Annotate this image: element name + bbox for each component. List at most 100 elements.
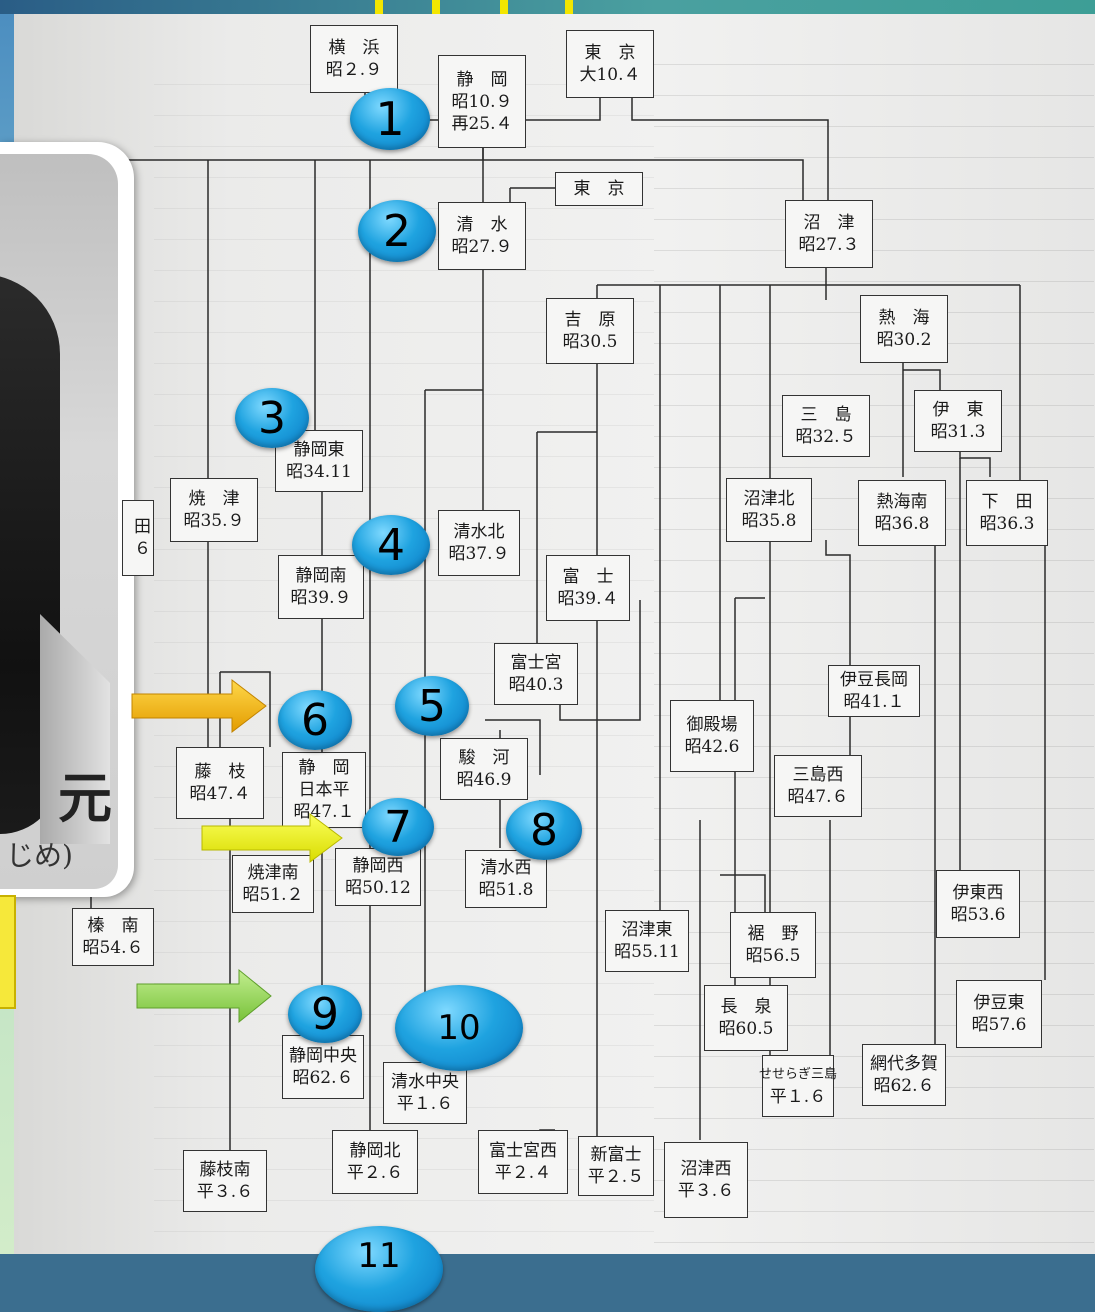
- node-extra: 昭47.１: [293, 802, 355, 822]
- node-date: 昭34.11: [286, 462, 352, 482]
- node-name: 網代多賀: [870, 1054, 938, 1074]
- node-date: 昭54.６: [82, 938, 144, 958]
- node-atami-minami: 熱海南昭36.8: [858, 480, 946, 546]
- node-name: 清水北: [453, 522, 505, 542]
- node-name: 榛 南: [87, 916, 139, 936]
- node-name: 静岡南: [295, 566, 347, 586]
- node-name: 伊豆長岡: [840, 670, 908, 690]
- node-shimizu-nishi: 清水西昭51.8: [465, 850, 547, 908]
- node-date: 昭30.5: [562, 332, 618, 352]
- node-date: 昭55.11: [614, 942, 680, 962]
- badge-10: 10: [395, 985, 523, 1071]
- node-izu-nagaoka: 伊豆長岡昭41.１: [828, 665, 920, 717]
- node-hai-minami: 榛 南昭54.６: [72, 908, 154, 966]
- node-seseragi-mishima: せせらぎ三島平１.６: [759, 1055, 838, 1117]
- node-shizuoka-nishi: 静岡西昭50.12: [335, 848, 421, 906]
- node-yokohama: 横 浜昭２.９: [310, 25, 398, 93]
- node-name: せせらぎ三島: [759, 1067, 838, 1082]
- banner-glint: [432, 0, 440, 14]
- node-nagaizumi: 長 泉昭60.5: [704, 985, 788, 1051]
- node-date: 昭47.６: [787, 787, 849, 807]
- badge-2: 2: [358, 200, 436, 262]
- node-name: 横 浜: [328, 38, 380, 58]
- node-date: 昭56.5: [745, 946, 801, 966]
- node-date: 昭36.8: [874, 514, 930, 534]
- node-fuji: 富 士昭39.４: [546, 555, 630, 621]
- node-date: 昭50.12: [345, 878, 411, 898]
- node-numazu-kita: 沼津北昭35.8: [726, 478, 812, 542]
- node-date: 平２.５: [587, 1167, 645, 1187]
- badge-11: 11: [315, 1226, 443, 1312]
- node-date: 昭62.６: [292, 1068, 354, 1088]
- node-mishima-nishi: 三島西昭47.６: [774, 755, 862, 817]
- node-date: ６: [134, 539, 151, 559]
- banner-glint: [375, 0, 383, 14]
- node-name: 沼津西: [680, 1159, 732, 1179]
- node-date: 昭39.４: [557, 589, 619, 609]
- node-name: 吉 原: [564, 310, 616, 330]
- node-date: 昭27.９: [451, 237, 513, 257]
- node-date: 昭27.３: [798, 235, 860, 255]
- node-date: 平１.６: [769, 1087, 827, 1107]
- name-plate-kanji: 元: [58, 766, 112, 830]
- top-banner-strip: [0, 0, 1095, 14]
- node-name: 三 島: [800, 405, 852, 425]
- badge-1: 1: [350, 88, 430, 150]
- node-shimizu-chuo: 清水中央平１.６: [383, 1062, 467, 1124]
- node-name: 富士宮西: [489, 1141, 557, 1161]
- node-date: 昭60.5: [718, 1019, 774, 1039]
- node-name: 東 京: [584, 43, 636, 63]
- yellow-callout-edge: [0, 895, 16, 1009]
- node-name: 三島西: [792, 765, 844, 785]
- node-date: 昭62.６: [873, 1076, 935, 1096]
- node-name: 静 岡: [456, 69, 508, 90]
- node-name: 沼 津: [803, 213, 855, 233]
- node-date: 平３.６: [677, 1181, 735, 1201]
- node-numazu-higashi: 沼津東昭55.11: [605, 910, 689, 972]
- node-izu-higashi: 伊豆東昭57.6: [956, 980, 1042, 1048]
- node-date: 平１.６: [396, 1094, 454, 1114]
- node-name: 藤枝南: [199, 1160, 251, 1180]
- node-date: 昭35.8: [741, 511, 797, 531]
- node-date: 平２.６: [346, 1163, 404, 1183]
- node-name: 静岡北: [349, 1141, 401, 1161]
- node-fujieda-minami: 藤枝南平３.６: [183, 1150, 267, 1212]
- node-name: 沼津北: [743, 489, 795, 509]
- node-shimizu-kita: 清水北昭37.９: [438, 510, 520, 576]
- node-shimoda: 下 田昭36.3: [966, 480, 1048, 546]
- badge-4: 4: [352, 515, 430, 575]
- node-date: 昭47.４: [189, 784, 251, 804]
- node-mishima: 三 島昭32.５: [782, 395, 870, 457]
- name-plate-reading: じめ): [6, 839, 73, 872]
- node-name: 静岡東: [293, 440, 345, 460]
- banner-glint: [500, 0, 508, 14]
- portrait-photo-card: 元 じめ): [0, 142, 134, 897]
- node-susono: 裾 野昭56.5: [730, 912, 816, 978]
- banner-glint: [565, 0, 573, 14]
- node-date: 昭39.９: [290, 588, 352, 608]
- node-yaizu-minami: 焼津南昭51.２: [232, 855, 314, 913]
- node-name: 静岡中央: [289, 1046, 357, 1066]
- node-date: 昭37.９: [448, 544, 510, 564]
- node-fujinomiya-nishi: 富士宮西平２.４: [478, 1130, 568, 1194]
- node-gotemba: 御殿場昭42.6: [670, 700, 754, 772]
- node-shizuoka-kita: 静岡北平２.６: [332, 1130, 418, 1194]
- node-date: 平３.６: [196, 1182, 254, 1202]
- node-date: 昭36.3: [979, 514, 1035, 534]
- badge-8: 8: [506, 800, 582, 860]
- node-shin-fuji: 新富士平２.５: [578, 1136, 654, 1196]
- node-suruga: 駿 河昭46.9: [440, 738, 528, 800]
- node-name: 伊 東: [932, 400, 984, 420]
- node-ito: 伊 東昭31.3: [914, 390, 1002, 452]
- node-date: 昭32.５: [795, 427, 857, 447]
- node-ajiro-taga: 網代多賀昭62.６: [862, 1044, 946, 1106]
- node-fujinomiya: 富士宮昭40.3: [494, 643, 578, 705]
- portrait-photo: 元 じめ): [0, 154, 118, 889]
- badge-7: 7: [362, 798, 434, 856]
- node-name: 焼津南: [247, 863, 299, 883]
- node-name: 熱 海: [878, 308, 930, 328]
- node-fujieda: 藤 枝昭47.４: [176, 747, 264, 819]
- node-name: 藤 枝: [194, 762, 246, 782]
